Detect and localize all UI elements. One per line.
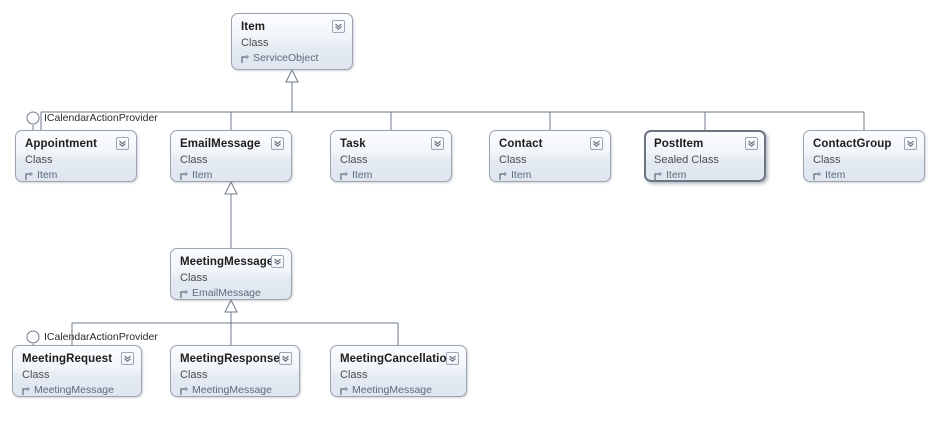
class-kind-contactgroup: Class [813,154,841,166]
class-name-meetingmessage: MeetingMessage [180,256,274,268]
class-base-meetingcancellation: MeetingMessage [340,383,457,397]
class-name-meetingresponse: MeetingResponse [180,353,280,365]
class-base-emailmessage: Item [180,168,282,182]
class-kind-postitem: Sealed Class [654,154,719,166]
inheritance-arrow-icon [22,386,31,396]
class-name-item: Item [241,21,266,33]
class-node-contactgroup[interactable]: ContactGroup Class Item [803,130,925,182]
class-base-label-contactgroup: Item [825,169,846,181]
class-node-appointment[interactable]: Appointment Class Item [15,130,137,182]
class-node-meetingrequest[interactable]: MeetingRequest Class MeetingMessage [12,345,142,397]
chevron-down-icon[interactable] [121,352,134,365]
interface-label-appointment: ICalendarActionProvider [44,112,158,124]
class-node-meetingresponse[interactable]: MeetingResponse Class MeetingMessage [170,345,300,397]
inheritance-arrow-emailmessage [224,180,238,195]
inheritance-arrow-icon [25,171,34,181]
class-name-meetingcancellation: MeetingCancellation [340,353,454,365]
class-base-label-item: ServiceObject [253,52,319,64]
class-kind-meetingmessage: Class [180,272,208,284]
chevron-down-icon[interactable] [590,137,603,150]
class-base-postitem: Item [654,168,756,182]
inheritance-arrow-icon [241,54,250,64]
class-base-label-postitem: Item [666,169,687,181]
chevron-down-icon[interactable] [116,137,129,150]
class-kind-meetingresponse: Class [180,369,208,381]
chevron-down-icon[interactable] [271,255,284,268]
class-base-meetingresponse: MeetingMessage [180,383,290,397]
class-base-contact: Item [499,168,601,182]
inheritance-arrow-icon [180,171,189,181]
chevron-down-icon[interactable] [745,137,758,150]
class-name-postitem: PostItem [654,138,704,150]
class-base-label-meetingresponse: MeetingMessage [192,384,272,396]
class-base-label-appointment: Item [37,169,58,181]
class-kind-contact: Class [499,154,527,166]
class-name-contactgroup: ContactGroup [813,138,892,150]
class-node-task[interactable]: Task Class Item [330,130,452,182]
interface-lollipop-meetingrequest [26,330,40,344]
class-node-item[interactable]: Item Class ServiceObject [231,13,353,70]
class-base-task: Item [340,168,442,182]
inheritance-arrow-icon [499,171,508,181]
class-kind-emailmessage: Class [180,154,208,166]
class-name-task: Task [340,138,366,150]
class-base-appointment: Item [25,168,127,182]
class-name-contact: Contact [499,138,543,150]
interface-lollipop-appointment [26,111,40,125]
inheritance-arrow-icon [340,386,349,396]
class-base-item: ServiceObject [241,51,343,65]
class-base-label-meetingrequest: MeetingMessage [34,384,114,396]
class-base-label-meetingmessage: EmailMessage [192,287,261,299]
chevron-down-icon[interactable] [271,137,284,150]
class-node-emailmessage[interactable]: EmailMessage Class Item [170,130,292,182]
class-base-label-meetingcancellation: MeetingMessage [352,384,432,396]
inheritance-arrow-icon [180,386,189,396]
class-kind-item: Class [241,37,269,49]
inheritance-arrow-icon [180,289,189,299]
chevron-down-icon[interactable] [431,137,444,150]
chevron-down-icon[interactable] [446,352,459,365]
class-base-meetingrequest: MeetingMessage [22,383,132,397]
class-name-meetingrequest: MeetingRequest [22,353,113,365]
class-node-meetingcancellation[interactable]: MeetingCancellation Class MeetingMessage [330,345,467,397]
class-base-label-emailmessage: Item [192,169,213,181]
interface-label-meetingrequest: ICalendarActionProvider [44,331,158,343]
inheritance-arrow-meetingmessage [224,298,238,313]
inheritance-arrow-item [285,68,299,83]
class-node-meetingmessage[interactable]: MeetingMessage Class EmailMessage [170,248,292,300]
chevron-down-icon[interactable] [279,352,292,365]
class-node-contact[interactable]: Contact Class Item [489,130,611,182]
inheritance-arrow-icon [654,171,663,181]
class-name-appointment: Appointment [25,138,98,150]
class-base-label-task: Item [352,169,373,181]
class-base-contactgroup: Item [813,168,915,182]
class-kind-appointment: Class [25,154,53,166]
class-kind-task: Class [340,154,368,166]
inheritance-arrow-icon [340,171,349,181]
class-kind-meetingcancellation: Class [340,369,368,381]
chevron-down-icon[interactable] [904,137,917,150]
class-kind-meetingrequest: Class [22,369,50,381]
class-node-postitem[interactable]: PostItem Sealed Class Item [644,130,766,182]
chevron-down-icon[interactable] [332,20,345,33]
class-base-label-contact: Item [511,169,532,181]
class-base-meetingmessage: EmailMessage [180,286,282,300]
class-name-emailmessage: EmailMessage [180,138,261,150]
inheritance-arrow-icon [813,171,822,181]
